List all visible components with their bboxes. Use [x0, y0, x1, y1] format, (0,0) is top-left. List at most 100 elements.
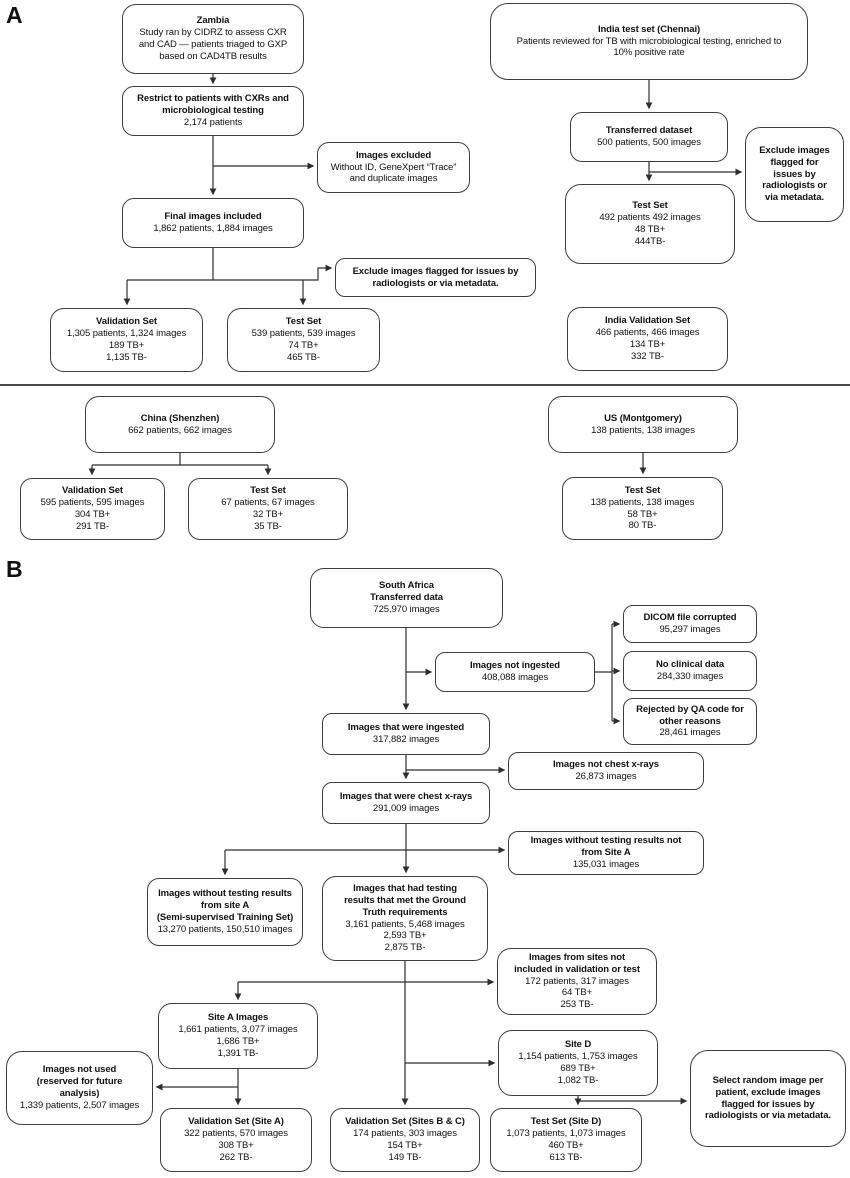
node-final-images-title: Final images included [164, 211, 262, 223]
node-images-excluded-body: Without ID, GeneXpert “Trace” and duplic… [330, 161, 457, 185]
node-final-images-body: 1,862 patients, 1,884 images [153, 223, 273, 234]
node-us-test-set: Test Set 138 patients, 138 images 58 TB+… [562, 477, 723, 540]
node-us-test-set-title: Test Set [624, 484, 661, 496]
node-site-d: Site D 1,154 patients, 1,753 images 689 … [498, 1030, 658, 1096]
node-sites-not-included: Images from sites not included in valida… [497, 948, 657, 1015]
node-zambia-title: Zambia [196, 15, 230, 27]
node-exclude-flagged-india-title: Exclude images flagged for issues by rad… [759, 145, 830, 204]
node-china-validation-set-title: Validation Set [62, 485, 123, 497]
node-images-not-used: Images not used (reserved for future ana… [6, 1051, 153, 1125]
node-test-set-zambia-title: Test Set [285, 316, 322, 328]
node-final-images: Final images included 1,862 patients, 1,… [122, 198, 304, 248]
node-south-africa-title: South Africa Transferred data [370, 580, 443, 604]
node-restrict-body: 2,174 patients [183, 116, 243, 128]
node-not-chest-xrays: Images not chest x-rays 26,873 images [508, 752, 704, 790]
node-zambia: Zambia Study ran by CIDRZ to assess CXR … [122, 4, 304, 74]
node-no-testing-not-site-a: Images without testing results not from … [508, 831, 704, 875]
node-rejected-qa-body: 28,461 images [659, 727, 721, 739]
node-ingested-title: Images that were ingested [347, 722, 465, 734]
panel-a-label: A [6, 2, 23, 28]
node-not-ingested-body: 408,088 images [481, 672, 549, 683]
node-validation-set-sites-bc-title: Validation Set (Sites B & C) [345, 1116, 465, 1128]
node-test-set-site-d-body: 1,073 patients, 1,073 images 460 TB+ 613… [506, 1128, 626, 1163]
node-india: India test set (Chennai) Patients review… [490, 3, 808, 80]
panel-b-label: B [6, 556, 23, 582]
node-no-testing-from-site-a: Images without testing results from site… [147, 878, 303, 946]
node-china-test-set: Test Set 67 patients, 67 images 32 TB+ 3… [188, 478, 348, 540]
node-validation-set-sites-bc: Validation Set (Sites B & C) 174 patient… [330, 1108, 480, 1172]
node-validation-set-zambia: Validation Set 1,305 patients, 1,324 ima… [50, 308, 203, 372]
node-validation-set-sites-bc-body: 174 patients, 303 images 154 TB+ 149 TB- [353, 1128, 457, 1163]
node-india-title: India test set (Chennai) [597, 23, 701, 35]
node-no-testing-not-site-a-title: Images without testing results not from … [530, 835, 682, 859]
node-site-a-images-title: Site A Images [207, 1012, 269, 1024]
node-china: China (Shenzhen) 662 patients, 662 image… [85, 396, 275, 453]
node-china-title: China (Shenzhen) [140, 412, 220, 424]
node-exclude-flagged-a-title: Exclude images flagged for issues by rad… [352, 265, 519, 289]
node-dicom-corrupted: DICOM file corrupted 95,297 images [623, 605, 757, 643]
node-not-ingested-title: Images not ingested [470, 660, 560, 672]
node-no-testing-from-site-a-body: 13,270 patients, 150,510 images [157, 923, 293, 935]
node-validation-set-zambia-body: 1,305 patients, 1,324 images 189 TB+ 1,1… [66, 328, 187, 363]
node-validation-set-zambia-title: Validation Set [96, 316, 157, 328]
node-ingested-body: 317,882 images [372, 734, 440, 745]
node-us-body: 138 patients, 138 images [591, 424, 695, 436]
node-images-excluded: Images excluded Without ID, GeneXpert “T… [317, 142, 470, 193]
node-were-chest-xrays-title: Images that were chest x-rays [339, 791, 473, 803]
node-not-ingested: Images not ingested 408,088 images [435, 652, 595, 692]
node-exclude-flagged-india: Exclude images flagged for issues by rad… [745, 127, 844, 222]
node-restrict-title: Restrict to patients with CXRs and micro… [137, 93, 289, 117]
node-validation-set-site-a-title: Validation Set (Site A) [188, 1116, 284, 1128]
node-site-a-images-body: 1,661 patients, 3,077 images 1,686 TB+ 1… [178, 1024, 298, 1059]
node-had-testing-results-body: 3,161 patients, 5,468 images 2,593 TB+ 2… [345, 918, 465, 954]
node-site-d-body: 1,154 patients, 1,753 images 689 TB+ 1,0… [518, 1051, 638, 1086]
node-exclude-flagged-a: Exclude images flagged for issues by rad… [335, 258, 536, 297]
node-china-validation-set-body: 595 patients, 595 images 304 TB+ 291 TB- [40, 497, 145, 532]
node-test-set-zambia-body: 539 patients, 539 images 74 TB+ 465 TB- [251, 328, 356, 363]
node-zambia-body: Study ran by CIDRZ to assess CXR and CAD… [138, 27, 288, 62]
node-china-body: 662 patients, 662 images [128, 424, 232, 436]
node-india-validation-set-body: 466 patients, 466 images 134 TB+ 332 TB- [595, 327, 700, 362]
node-no-testing-not-site-a-body: 135,031 images [572, 858, 640, 870]
node-site-d-title: Site D [564, 1039, 592, 1051]
node-china-test-set-body: 67 patients, 67 images 32 TB+ 35 TB- [221, 497, 315, 532]
node-test-set-india: Test Set 492 patients 492 images 48 TB+ … [565, 184, 735, 264]
node-no-clinical-data: No clinical data 284,330 images [623, 651, 757, 691]
node-south-africa: South Africa Transferred data 725,970 im… [310, 568, 503, 628]
node-transferred-dataset-title: Transferred dataset [605, 125, 693, 137]
node-select-random-image: Select random image per patient, exclude… [690, 1050, 846, 1147]
node-china-validation-set: Validation Set 595 patients, 595 images … [20, 478, 165, 540]
node-transferred-dataset-body: 500 patients, 500 images [597, 137, 701, 148]
node-had-testing-results: Images that had testing results that met… [322, 876, 488, 961]
node-us-title: US (Montgomery) [604, 412, 682, 424]
node-validation-set-site-a: Validation Set (Site A) 322 patients, 57… [160, 1108, 312, 1172]
node-us-test-set-body: 138 patients, 138 images 58 TB+ 80 TB- [590, 496, 695, 532]
node-india-validation-set: India Validation Set 466 patients, 466 i… [567, 307, 728, 371]
node-images-not-used-body: 1,339 patients, 2,507 images [19, 1099, 140, 1111]
node-dicom-corrupted-title: DICOM file corrupted [643, 612, 737, 624]
node-no-testing-from-site-a-title: Images without testing results from site… [156, 888, 294, 923]
node-images-excluded-title: Images excluded [355, 149, 432, 161]
node-south-africa-body: 725,970 images [373, 603, 440, 615]
node-ingested: Images that were ingested 317,882 images [322, 713, 490, 755]
node-sites-not-included-body: 172 patients, 317 images 64 TB+ 253 TB- [525, 975, 629, 1011]
node-china-test-set-title: Test Set [250, 485, 286, 497]
node-test-set-india-body: 492 patients 492 images 48 TB+ 444TB- [599, 212, 701, 247]
node-not-chest-xrays-title: Images not chest x-rays [553, 759, 659, 771]
node-dicom-corrupted-body: 95,297 images [659, 624, 721, 635]
node-transferred-dataset: Transferred dataset 500 patients, 500 im… [570, 112, 728, 162]
node-validation-set-site-a-body: 322 patients, 570 images 308 TB+ 262 TB- [184, 1128, 288, 1163]
node-were-chest-xrays-body: 291,009 images [372, 803, 440, 814]
node-test-set-india-title: Test Set [632, 200, 668, 212]
node-not-chest-xrays-body: 26,873 images [575, 771, 637, 782]
node-no-clinical-data-title: No clinical data [655, 659, 725, 671]
node-india-validation-set-title: India Validation Set [604, 315, 691, 327]
node-india-body: Patients reviewed for TB with microbiolo… [516, 35, 782, 59]
node-site-a-images: Site A Images 1,661 patients, 3,077 imag… [158, 1003, 318, 1069]
node-sites-not-included-title: Images from sites not included in valida… [514, 952, 640, 975]
node-rejected-qa-title: Rejected by QA code for other reasons [636, 703, 744, 727]
node-had-testing-results-title: Images that had testing results that met… [344, 883, 466, 918]
node-rejected-qa: Rejected by QA code for other reasons 28… [623, 698, 757, 745]
node-restrict: Restrict to patients with CXRs and micro… [122, 86, 304, 136]
